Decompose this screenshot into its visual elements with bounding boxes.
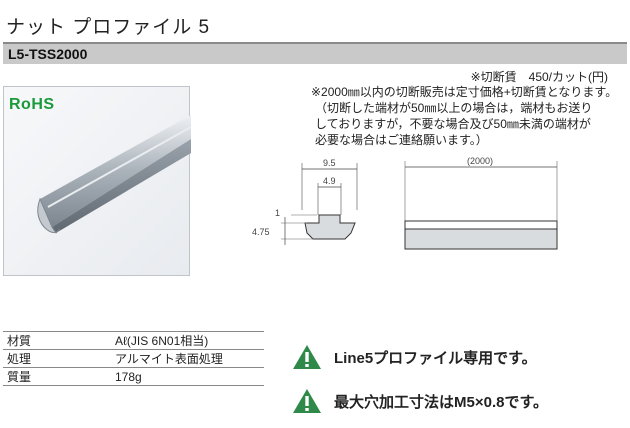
warning-note: Line5プロファイル専用です。 <box>292 344 537 370</box>
dim-length: (2000) <box>467 156 493 166</box>
rohs-mark: RoHS <box>9 96 55 113</box>
warning-note: 最大穴加工寸法はM5×0.8です。 <box>292 388 548 414</box>
spec-value: アルマイト表面処理 <box>111 349 264 368</box>
spec-label: 材質 <box>3 331 111 350</box>
warning-icon <box>293 389 321 413</box>
cross-section-diagram: 9.5 4.9 4.75 1 <box>247 155 367 270</box>
spec-table: 材質 Aℓ(JIS 6N01相当) 処理 アルマイト表面処理 質量 178g <box>3 331 264 386</box>
page-title: ナット プロファイル 5 <box>6 17 211 38</box>
table-row: 質量 178g <box>3 367 264 386</box>
cut-fee-note: ※切断賃 450/カット(円) <box>470 70 608 84</box>
note-line: しておりますが，不要な場合及び50㎜未満の端材が <box>315 117 591 131</box>
profile-rail-image <box>37 115 192 234</box>
side-view-diagram: (2000) <box>397 155 567 270</box>
spec-label: 処理 <box>3 349 111 368</box>
product-photo <box>3 86 192 276</box>
cutting-notes: ※2000㎜以内の切断販売は定寸価格+切断賃となります。 （切断した端材が50㎜… <box>311 84 623 148</box>
table-row: 処理 アルマイト表面処理 <box>3 349 264 368</box>
dim-width-inner: 4.9 <box>323 176 336 186</box>
spec-value: 178g <box>111 367 264 386</box>
note-line: （切断した端材が50㎜以上の場合は，端材もお送り <box>315 101 593 115</box>
note-line: ※2000㎜以内の切断販売は定寸価格+切断賃となります。 <box>311 85 618 99</box>
warning-text: Line5プロファイル専用です。 <box>334 349 537 367</box>
spec-value: Aℓ(JIS 6N01相当) <box>111 331 264 350</box>
dim-width-outer: 9.5 <box>323 158 336 168</box>
product-code: L5-TSS2000 <box>8 46 88 62</box>
table-row: 材質 Aℓ(JIS 6N01相当) <box>3 331 264 350</box>
note-line: 必要な場合はご連絡願います。） <box>315 133 488 147</box>
dim-lip: 1 <box>275 208 280 218</box>
product-code-bar: L5-TSS2000 <box>3 42 627 64</box>
spec-label: 質量 <box>3 367 111 386</box>
warning-text: 最大穴加工寸法はM5×0.8です。 <box>334 393 548 411</box>
dim-height: 4.75 <box>252 227 270 237</box>
warning-icon <box>293 345 321 369</box>
